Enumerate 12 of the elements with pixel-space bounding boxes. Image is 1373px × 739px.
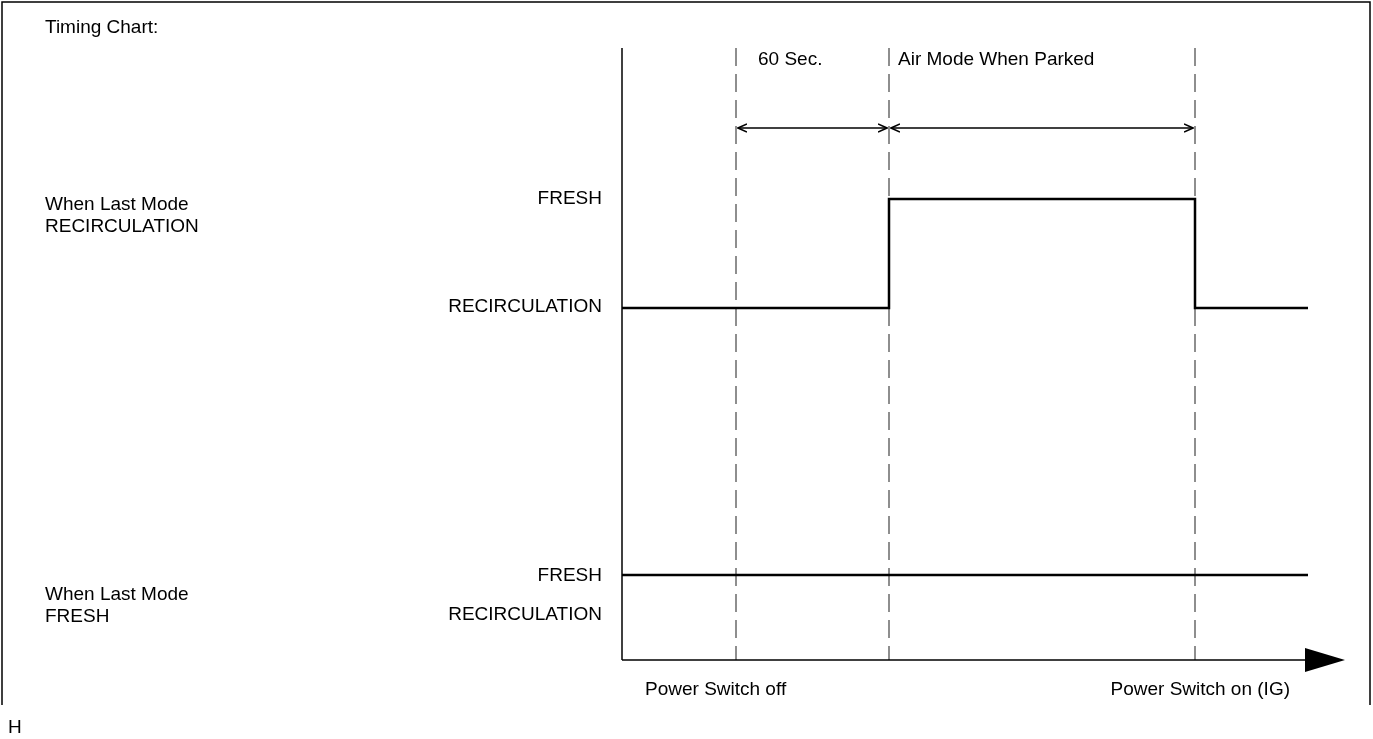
axis-label: Power Switch on (IG) [1110, 678, 1290, 700]
level-label: RECIRCULATION [448, 603, 602, 625]
duration-label: 60 Sec. [758, 48, 823, 70]
level-label: RECIRCULATION [448, 295, 602, 317]
row-label: When Last Mode FRESH [45, 583, 190, 627]
period-label: Air Mode When Parked [898, 48, 1095, 70]
level-label: FRESH [537, 187, 602, 209]
figure-code: H [8, 716, 22, 738]
axis-label: Power Switch off [645, 678, 787, 700]
row-label: When Last Mode RECIRCULATION [45, 193, 200, 237]
chart-title: Timing Chart: [45, 16, 159, 38]
level-label: FRESH [537, 564, 602, 586]
